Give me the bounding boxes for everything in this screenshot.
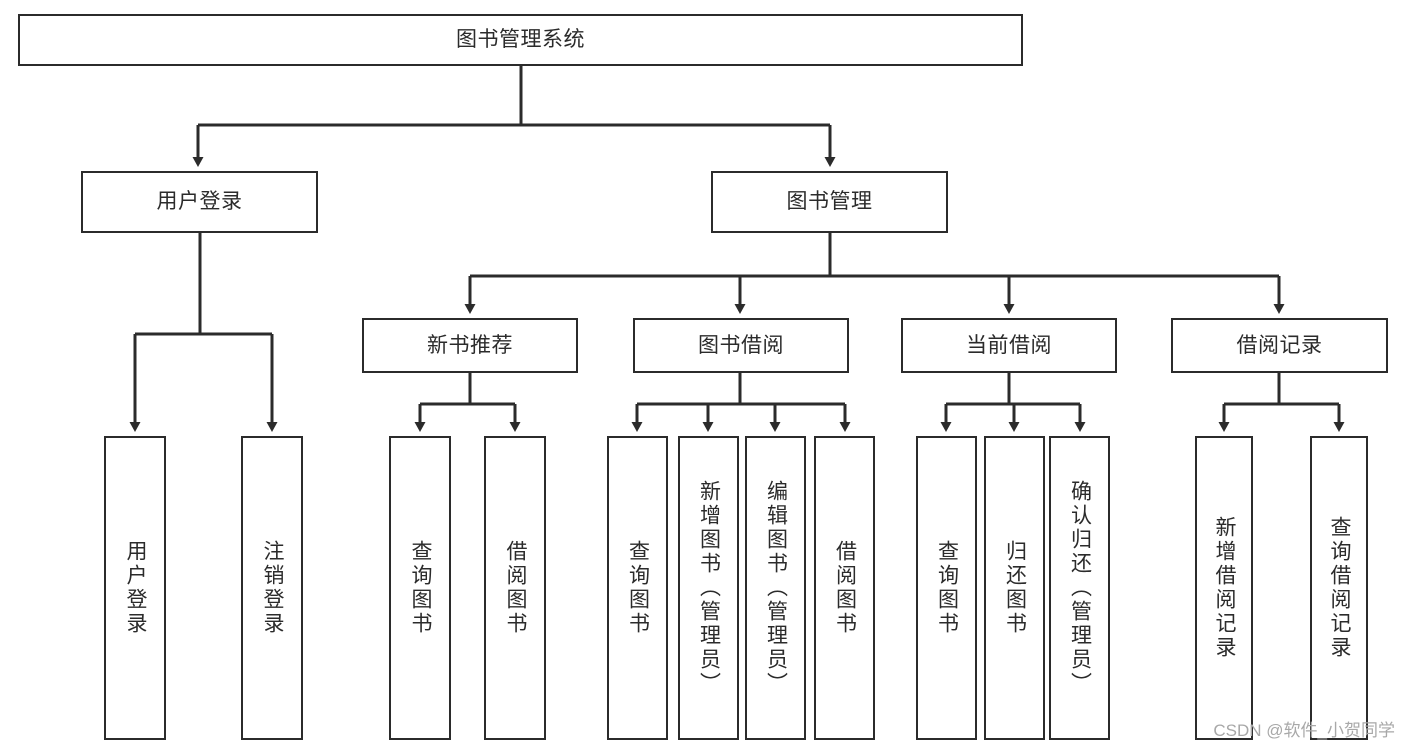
- node-root[interactable]: 图书管理系统: [18, 14, 1023, 66]
- node-new-book-recommend-label: 新书推荐: [427, 333, 513, 357]
- leaf-query-book-borrow-label: 查询图书: [626, 540, 650, 636]
- node-current-borrow-label: 当前借阅: [966, 333, 1052, 357]
- leaf-borrow-book-recommend[interactable]: 借阅图书: [484, 436, 546, 740]
- leaf-return-book[interactable]: 归还图书: [984, 436, 1045, 740]
- leaf-edit-book-admin[interactable]: 编辑图书（管理员）: [745, 436, 806, 740]
- leaf-edit-book-admin-label: 编辑图书（管理员）: [764, 480, 788, 696]
- leaf-query-book-current[interactable]: 查询图书: [916, 436, 977, 740]
- leaf-user-login-label: 用户登录: [124, 540, 148, 636]
- leaf-borrow-book[interactable]: 借阅图书: [814, 436, 875, 740]
- node-new-book-recommend[interactable]: 新书推荐: [362, 318, 578, 373]
- leaf-query-borrow-record-label: 查询借阅记录: [1328, 516, 1352, 660]
- node-borrow-record-label: 借阅记录: [1236, 333, 1323, 357]
- leaf-query-book-recommend[interactable]: 查询图书: [389, 436, 451, 740]
- node-user-login[interactable]: 用户登录: [81, 171, 318, 233]
- leaf-add-book-admin[interactable]: 新增图书（管理员）: [678, 436, 739, 740]
- node-book-borrow[interactable]: 图书借阅: [633, 318, 849, 373]
- leaf-query-book-recommend-label: 查询图书: [409, 540, 433, 636]
- leaf-user-login[interactable]: 用户登录: [104, 436, 166, 740]
- leaf-return-book-label: 归还图书: [1003, 540, 1027, 636]
- leaf-query-book-borrow[interactable]: 查询图书: [607, 436, 668, 740]
- leaf-add-borrow-record[interactable]: 新增借阅记录: [1195, 436, 1253, 740]
- leaf-logout-label: 注销登录: [261, 540, 285, 636]
- node-book-management[interactable]: 图书管理: [711, 171, 948, 233]
- node-book-management-label: 图书管理: [786, 190, 873, 214]
- leaf-confirm-return-admin[interactable]: 确认归还（管理员）: [1049, 436, 1110, 740]
- leaf-add-borrow-record-label: 新增借阅记录: [1213, 516, 1237, 660]
- leaf-query-book-current-label: 查询图书: [935, 540, 959, 636]
- leaf-query-borrow-record[interactable]: 查询借阅记录: [1310, 436, 1368, 740]
- leaf-confirm-return-admin-label: 确认归还（管理员）: [1068, 480, 1092, 696]
- node-book-borrow-label: 图书借阅: [698, 333, 784, 357]
- watermark-text: CSDN @软件_小贺同学: [1213, 721, 1395, 740]
- node-root-label: 图书管理系统: [456, 28, 585, 52]
- leaf-logout[interactable]: 注销登录: [241, 436, 303, 740]
- leaf-borrow-book-label: 借阅图书: [833, 540, 857, 636]
- leaf-borrow-book-recommend-label: 借阅图书: [504, 540, 528, 636]
- node-borrow-record[interactable]: 借阅记录: [1171, 318, 1388, 373]
- node-user-login-label: 用户登录: [156, 190, 243, 214]
- leaf-add-book-admin-label: 新增图书（管理员）: [697, 480, 721, 696]
- node-current-borrow[interactable]: 当前借阅: [901, 318, 1117, 373]
